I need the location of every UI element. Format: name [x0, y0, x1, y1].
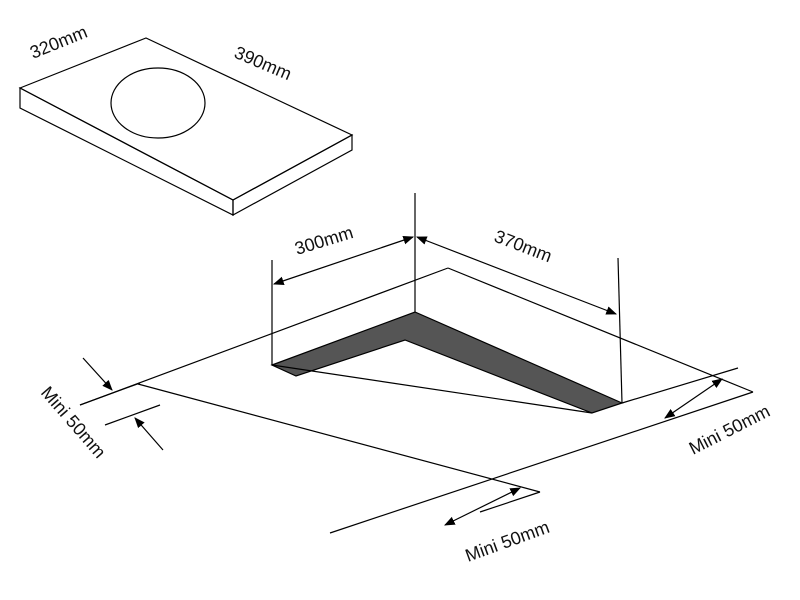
hob-drawing: [18, 37, 354, 217]
cooking-zone-circle: [110, 67, 206, 139]
cutout-depth-label: 370mm: [492, 226, 555, 266]
hob-side-face: [232, 133, 353, 217]
right-clearance-dimension: [621, 367, 739, 419]
hob-width-label: 320mm: [27, 22, 90, 63]
cutout-dimension-lines: [271, 193, 623, 404]
cutout-depth-wall: [270, 311, 624, 414]
cutout-drawing: [270, 311, 624, 414]
front-clearance-label: Mini 50mm: [463, 517, 553, 566]
left-clearance-dimension: [79, 357, 164, 451]
front-clearance-dimension: [444, 487, 541, 526]
left-clearance-label: Mini 50mm: [37, 383, 110, 463]
cutout-width-label: 300mm: [292, 222, 355, 259]
hob-front-face: [19, 87, 234, 216]
hob-depth-label: 390mm: [231, 42, 294, 84]
worktop-outline: [79, 267, 754, 534]
